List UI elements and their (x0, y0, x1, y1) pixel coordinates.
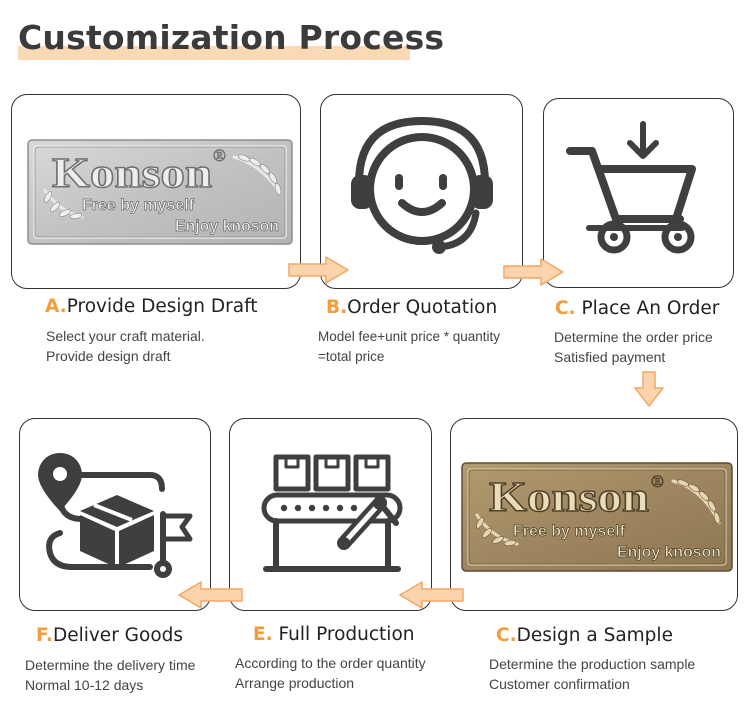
step-b-title: B.Order Quotation (326, 297, 497, 318)
step-d-desc-line2: Customer confirmation (489, 676, 630, 692)
step-e-card (229, 418, 432, 611)
step-e-title-text: Full Production (272, 624, 415, 645)
step-b-title-text: Order Quotation (347, 297, 498, 318)
step-e-desc: According to the order quantity Arrange … (235, 653, 426, 693)
step-c-title: C. Place An Order (555, 298, 719, 319)
arrow-c-to-d (634, 371, 664, 407)
step-c-card (543, 98, 734, 288)
step-b-desc: Model fee+unit price * quantity =total p… (318, 327, 500, 367)
step-a-desc-line1: Select your craft material. (46, 328, 205, 344)
step-b-desc-line1: Model fee+unit price * quantity (318, 329, 500, 344)
step-c-letter: C. (555, 298, 576, 319)
step-c-title-text: Place An Order (575, 298, 720, 319)
bronze-nameplate-image: Konson ® Free by myself Enjoy knoson (461, 462, 733, 572)
step-a-letter: A. (45, 296, 67, 317)
silver-nameplate-image: Konson ® Free by myself Enjoy knoson (27, 139, 293, 245)
step-d-desc: Determine the production sample Customer… (489, 654, 695, 694)
step-c-desc-line1: Determine the order price (554, 329, 713, 345)
plate-brand: Konson (52, 151, 212, 197)
step-b-desc-line2: =total price (318, 349, 385, 364)
step-a-desc: Select your craft material. Provide desi… (46, 326, 205, 366)
page-header: Customization Process (18, 18, 445, 60)
plate-brand: Konson (489, 475, 649, 521)
conveyor-factory-icon (261, 454, 403, 572)
page-title: Customization Process (18, 18, 445, 57)
step-a-card: Konson ® Free by myself Enjoy knoson (11, 94, 301, 289)
step-f-card (19, 418, 211, 611)
delivery-route-icon (38, 453, 193, 578)
arrow-a-to-b (288, 256, 349, 284)
title-highlight (18, 46, 410, 60)
arrow-b-to-c (503, 258, 564, 286)
plate-reg-mark: ® (651, 472, 664, 491)
step-d-desc-line1: Determine the production sample (489, 656, 696, 672)
step-c-desc: Determine the order price Satisfied paym… (554, 327, 713, 367)
step-f-title-text: Deliver Goods (52, 625, 184, 646)
arrow-d-to-e (399, 581, 464, 609)
step-f-letter: F. (36, 625, 53, 646)
step-f-title: F.Deliver Goods (36, 625, 183, 646)
step-f-desc-line1: Determine the delivery time (25, 657, 196, 673)
headset-smiley-icon (351, 117, 493, 254)
step-f-desc: Determine the delivery time Normal 10-12… (25, 655, 195, 695)
shopping-cart-icon (566, 121, 696, 254)
plate-line2: Enjoy knoson (175, 218, 279, 235)
arrow-e-to-f (178, 581, 243, 609)
step-e-letter: E. (253, 624, 273, 645)
step-e-title: E. Full Production (253, 624, 415, 645)
step-b-card (320, 94, 523, 289)
step-a-desc-line2: Provide design draft (46, 348, 171, 364)
plate-line1: Free by myself (513, 523, 626, 540)
step-d-title: C.Design a Sample (496, 625, 673, 646)
step-e-desc-line1: According to the order quantity (235, 655, 426, 671)
plate-line1: Free by myself (82, 197, 195, 214)
step-d-letter: C. (496, 625, 517, 646)
plate-line2: Enjoy knoson (617, 544, 721, 561)
step-e-desc-line2: Arrange production (235, 675, 355, 691)
step-a-title-text: Provide Design Draft (66, 296, 258, 317)
step-c-desc-line2: Satisfied payment (554, 349, 666, 365)
step-d-card: Konson ® Free by myself Enjoy knoson (450, 418, 738, 611)
plate-reg-mark: ® (213, 146, 226, 165)
step-d-title-text: Design a Sample (516, 625, 673, 646)
step-a-title: A.Provide Design Draft (45, 296, 258, 317)
step-f-desc-line2: Normal 10-12 days (25, 677, 144, 693)
step-b-letter: B. (326, 297, 348, 318)
